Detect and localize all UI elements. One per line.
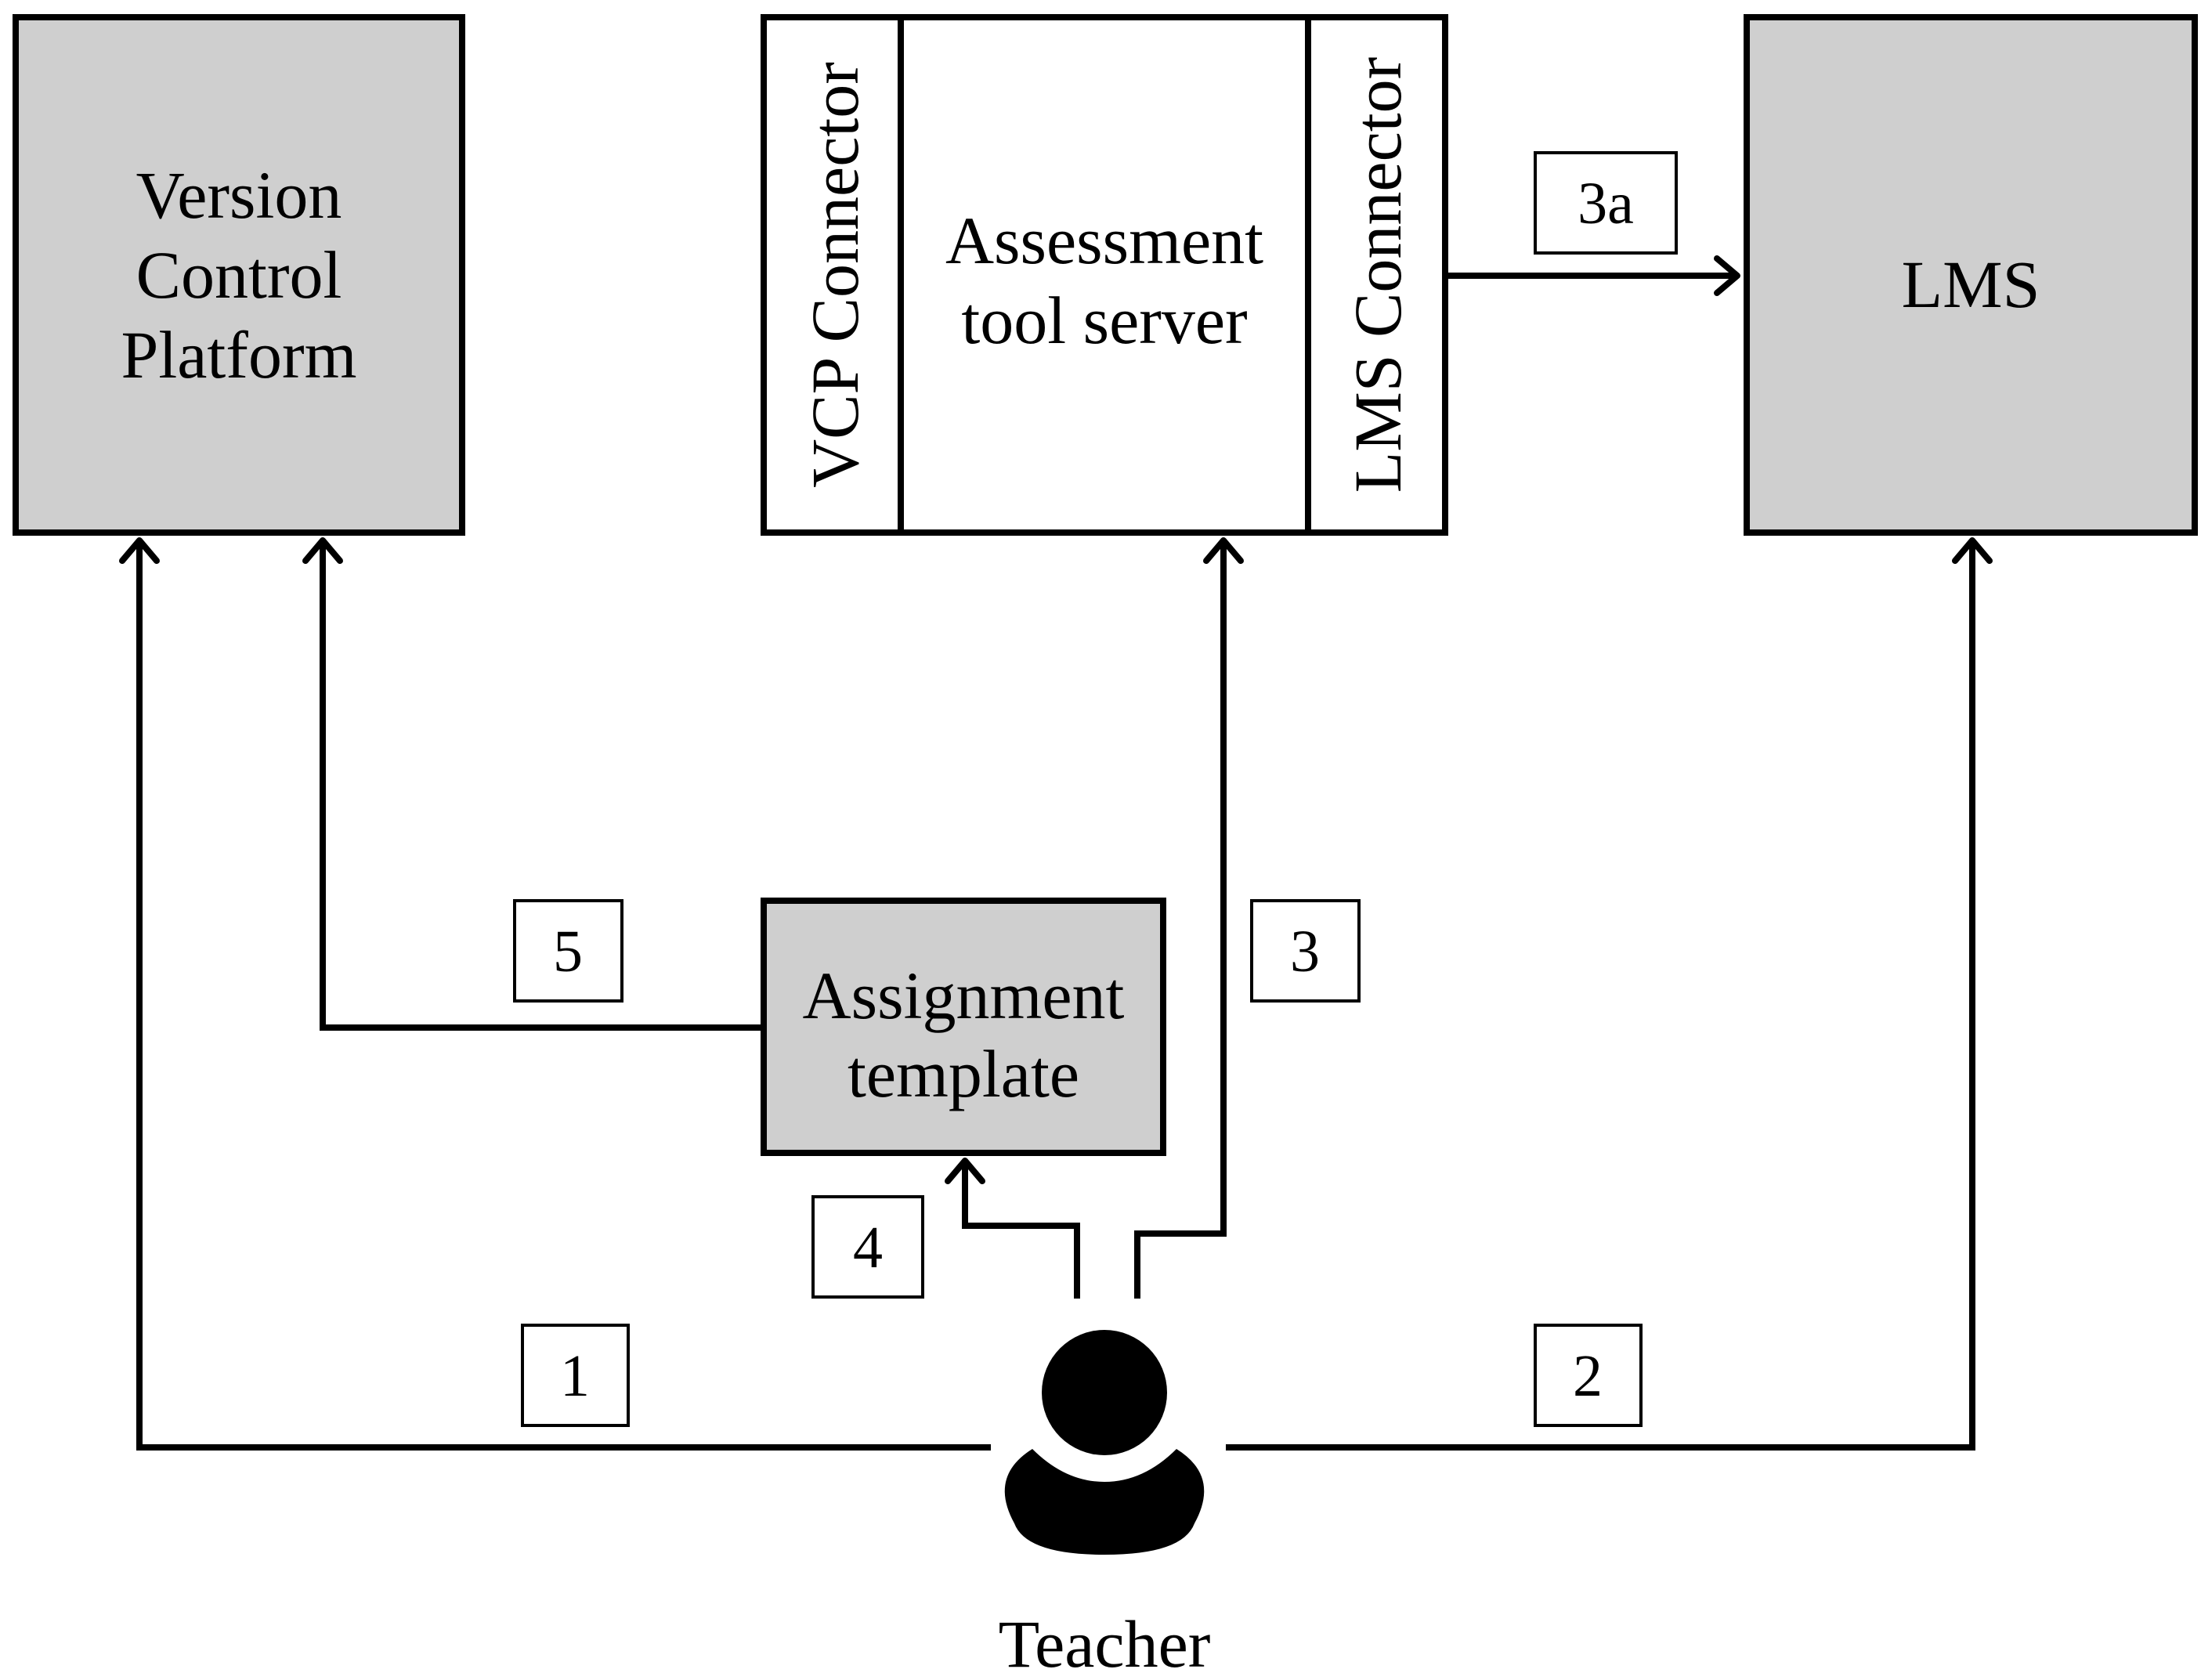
person-icon xyxy=(1004,1330,1205,1555)
edge-teacher-to-assessment xyxy=(1134,537,1244,1299)
edge-teacher-to-template xyxy=(945,1158,1080,1299)
step-label-3a: 3a xyxy=(1534,151,1678,255)
assessment-label-line2: tool server xyxy=(961,283,1247,358)
edge-teacher-to-lms xyxy=(1226,537,1993,1451)
vcp-connector-label: VCP Connector xyxy=(797,62,873,488)
assignment-label-line2: template xyxy=(848,1036,1079,1111)
arrowhead-icon xyxy=(1952,537,1993,564)
svg-text:2: 2 xyxy=(1573,1343,1603,1409)
step-label-3: 3 xyxy=(1250,899,1361,1003)
step-label-1: 1 xyxy=(521,1324,630,1427)
svg-text:3: 3 xyxy=(1290,919,1320,985)
lms-label: LMS xyxy=(1902,247,2040,322)
lms-node: LMS xyxy=(1744,14,2198,536)
arrowhead-icon xyxy=(945,1158,985,1184)
teacher-node: Teacher xyxy=(999,1330,1211,1680)
step-label-5: 5 xyxy=(513,899,623,1003)
svg-text:3a: 3a xyxy=(1578,171,1634,237)
vcp-label-line2: Control xyxy=(136,237,342,313)
edge-lms-connector-to-lms xyxy=(1445,255,1740,296)
vcp-label-line1: Version xyxy=(136,157,342,233)
edge-teacher-to-vcp xyxy=(119,537,991,1451)
lms-connector-label: LMS Connector xyxy=(1340,57,1415,493)
arrowhead-icon xyxy=(302,537,343,564)
step-label-2: 2 xyxy=(1534,1324,1643,1427)
assignment-label-line1: Assignment xyxy=(803,958,1125,1033)
assessment-server-core: Assessment tool server xyxy=(945,203,1263,358)
arrowhead-icon xyxy=(119,537,160,564)
step-label-4: 4 xyxy=(811,1195,924,1299)
version-control-platform-node: Version Control Platform xyxy=(13,14,465,536)
vcp-connector-section: VCP Connector xyxy=(797,62,873,488)
edge-template-to-vcp xyxy=(302,537,764,1031)
lms-connector-section: LMS Connector xyxy=(1340,57,1415,493)
teacher-label: Teacher xyxy=(999,1606,1211,1680)
svg-text:4: 4 xyxy=(853,1215,883,1281)
svg-text:5: 5 xyxy=(553,919,583,985)
assessment-label-line1: Assessment xyxy=(945,203,1263,278)
svg-text:1: 1 xyxy=(560,1343,590,1409)
arrowhead-icon xyxy=(1203,537,1244,564)
assignment-template-node: Assignment template xyxy=(761,898,1166,1156)
assessment-tool-server-node: VCP Connector Assessment tool server LMS… xyxy=(761,14,1448,536)
arrowhead-icon xyxy=(1714,255,1740,296)
vcp-label-line3: Platform xyxy=(121,317,357,392)
